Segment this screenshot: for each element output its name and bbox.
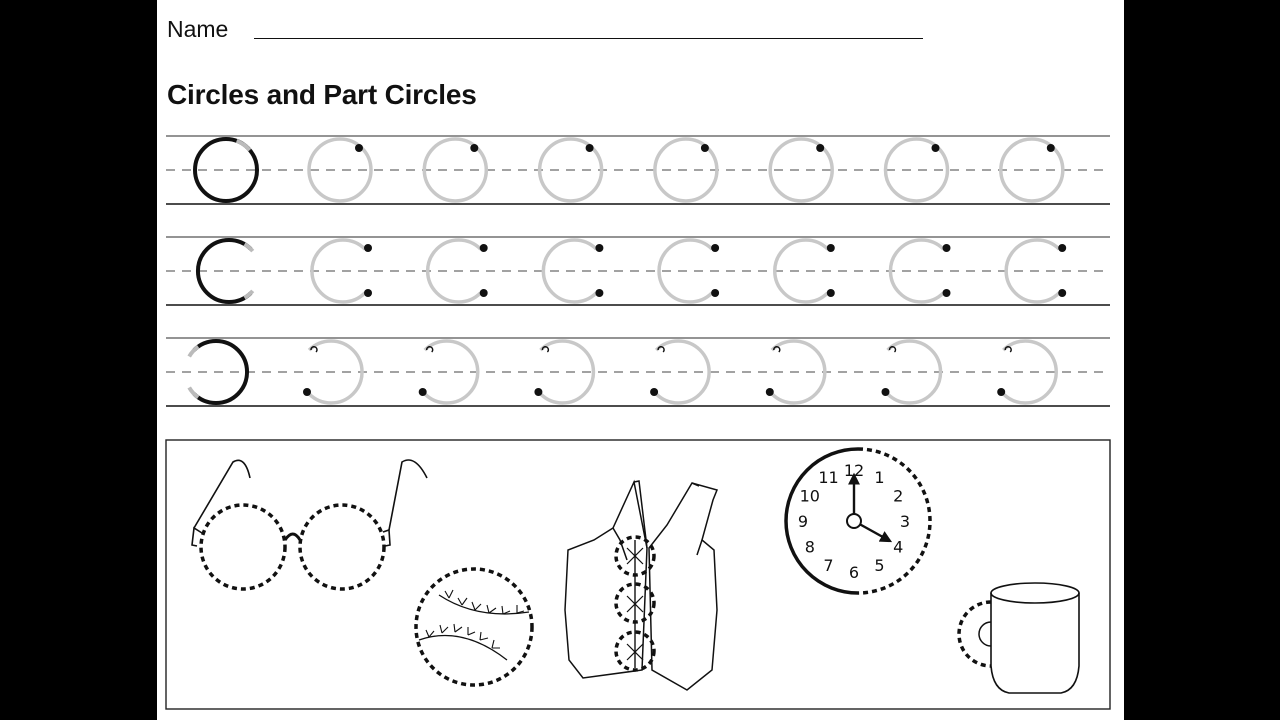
name-label: Name bbox=[167, 16, 229, 42]
clock-number: 2 bbox=[893, 487, 903, 506]
clock-number: 6 bbox=[849, 563, 859, 582]
eyeglasses-icon bbox=[191, 459, 428, 591]
clock-number: 7 bbox=[823, 556, 833, 575]
page-title: Circles and Part Circles bbox=[167, 79, 477, 110]
name-line[interactable] bbox=[254, 38, 923, 39]
tracing-shape[interactable] bbox=[418, 339, 480, 405]
tracing-shape[interactable] bbox=[303, 339, 364, 405]
tracing-shape[interactable] bbox=[881, 339, 943, 405]
tracing-shape[interactable] bbox=[422, 137, 489, 203]
clock-number: 9 bbox=[798, 512, 808, 531]
tracing-shape[interactable] bbox=[765, 339, 827, 405]
tracing-shape[interactable] bbox=[307, 137, 373, 203]
clock-number: 4 bbox=[893, 538, 903, 557]
clock-number: 3 bbox=[900, 512, 910, 531]
tracing-shape[interactable] bbox=[657, 238, 720, 304]
tracing-shape[interactable] bbox=[1004, 238, 1067, 304]
model-shape bbox=[195, 238, 255, 304]
clock-number: 8 bbox=[805, 538, 815, 557]
clock-number: 5 bbox=[874, 556, 884, 575]
clock-number: 11 bbox=[818, 468, 838, 487]
tracing-shape[interactable] bbox=[310, 238, 372, 304]
tracing-shape[interactable] bbox=[888, 238, 951, 304]
tracing-shape[interactable] bbox=[537, 137, 604, 203]
model-shape bbox=[193, 137, 259, 203]
tracing-shape[interactable] bbox=[997, 339, 1058, 405]
clock-number: 1 bbox=[874, 468, 884, 487]
tracing-shape[interactable] bbox=[768, 137, 834, 203]
tracing-shape[interactable] bbox=[773, 238, 835, 304]
tracing-shape[interactable] bbox=[534, 339, 596, 405]
tracing-shape[interactable] bbox=[541, 238, 604, 304]
practice-row bbox=[166, 236, 1110, 306]
practice-rows bbox=[166, 135, 1110, 407]
vest-icon bbox=[564, 479, 719, 691]
tracing-shape[interactable] bbox=[883, 137, 950, 203]
tracing-shape[interactable] bbox=[425, 238, 488, 304]
model-shape bbox=[187, 339, 250, 405]
tracing-shape[interactable] bbox=[650, 339, 711, 405]
practice-row bbox=[166, 337, 1110, 407]
worksheet-page: Name Circles and Part Circles bbox=[157, 0, 1124, 720]
baseball-icon bbox=[414, 567, 534, 687]
clock-number: 10 bbox=[800, 487, 820, 506]
mug-icon bbox=[957, 582, 1080, 694]
picture-frame bbox=[165, 439, 1111, 710]
tracing-shape[interactable] bbox=[653, 137, 719, 203]
practice-row bbox=[166, 135, 1110, 205]
tracing-shape[interactable] bbox=[999, 137, 1065, 203]
